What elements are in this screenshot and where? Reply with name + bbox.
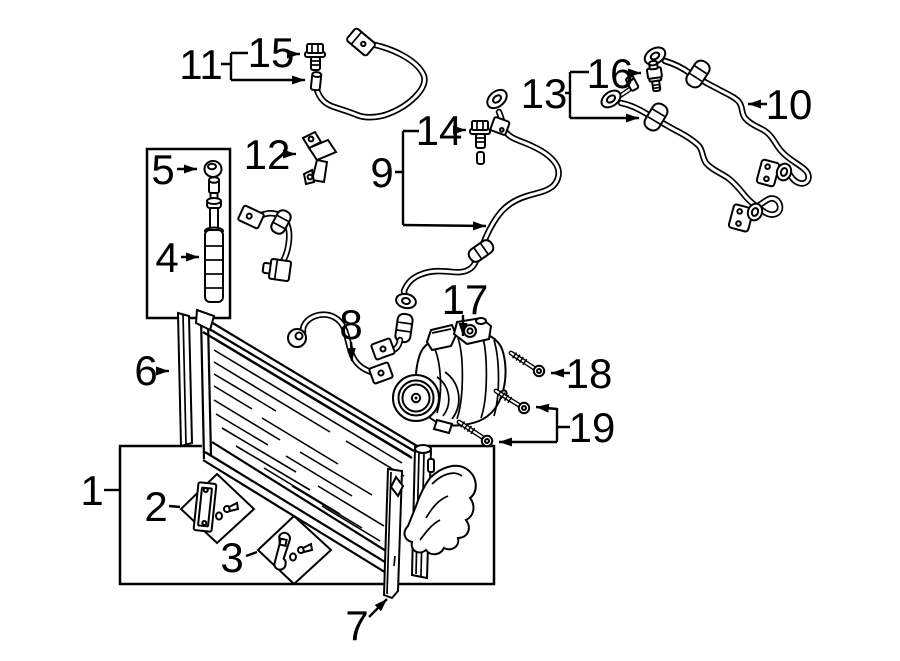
refrigerant-pipe-10 xyxy=(643,46,809,188)
pipe-10-eyelet-fitting xyxy=(643,46,667,66)
callout-label-13: 13 xyxy=(521,70,568,117)
hose-flange xyxy=(237,204,265,230)
callout-9-arrow xyxy=(402,221,487,231)
pipe-10-collar xyxy=(775,162,793,182)
hose-8-flange xyxy=(368,361,394,385)
hose-13-eyelet-fitting xyxy=(600,89,622,109)
hose-13-collar xyxy=(746,202,764,222)
callout-19-arrow-a xyxy=(535,403,558,413)
compressor-pulley xyxy=(392,374,440,422)
callout-label-18: 18 xyxy=(566,350,613,397)
callout-leaders xyxy=(104,49,767,618)
condenser-corner-cap xyxy=(194,308,216,332)
pipe-9-crimp-sleeve xyxy=(467,239,495,263)
refrigerant-pipe-11 xyxy=(309,27,425,118)
pipe-11-connector xyxy=(346,27,376,57)
refrigerant-pipe-9 xyxy=(370,88,559,361)
callout-label-3: 3 xyxy=(220,534,243,581)
pipe-9-ring-fitting xyxy=(395,292,417,310)
drier-cartridge-4 xyxy=(204,176,224,303)
callout-8-arrow xyxy=(346,341,356,362)
callout-label-2: 2 xyxy=(144,483,167,530)
pipe-9-flange xyxy=(370,337,396,361)
callout-2-leader xyxy=(168,504,181,509)
callout-label-10: 10 xyxy=(766,81,813,128)
bracket-kit-3 xyxy=(256,514,333,586)
callout-label-7: 7 xyxy=(345,602,368,649)
hose-13-crimp-sleeve xyxy=(643,102,669,132)
charge-valve-16 xyxy=(646,59,663,93)
callout-label-14: 14 xyxy=(416,107,463,154)
callout-label-17: 17 xyxy=(442,276,489,323)
callout-label-1: 1 xyxy=(80,467,103,514)
pipe-9-clamp xyxy=(489,116,511,136)
callout-19-bracket xyxy=(555,408,570,442)
sealing-grommet-5 xyxy=(203,160,223,178)
condenser-mounting-bracket-wire xyxy=(403,464,477,556)
callout-label-9: 9 xyxy=(370,149,393,196)
callout-9-bracket xyxy=(395,129,419,225)
callout-label-11: 11 xyxy=(179,41,223,88)
callout-label-15: 15 xyxy=(248,29,295,76)
callout-11-bracket xyxy=(221,51,248,80)
condenser-seal-strip-6 xyxy=(176,311,194,448)
callout-label-12: 12 xyxy=(244,131,291,178)
mounting-bolt-18 xyxy=(508,350,546,378)
bolt-15 xyxy=(304,43,326,71)
pipe-bracket-12 xyxy=(301,130,338,186)
mounting-plate-kit-2 xyxy=(179,472,256,545)
hose-crimp xyxy=(270,209,292,235)
bolt-14 xyxy=(469,120,491,165)
callout-3-leader xyxy=(245,550,258,558)
callout-label-19: 19 xyxy=(569,404,616,451)
liquid-hose-section xyxy=(237,204,293,283)
callout-13-bracket xyxy=(565,70,589,118)
pipe-10-crimp-sleeve xyxy=(685,59,711,89)
callout-label-5: 5 xyxy=(151,146,174,193)
callout-label-6: 6 xyxy=(134,347,157,394)
hose-elbow-block xyxy=(261,257,293,283)
mounting-bolt-19a xyxy=(493,388,531,415)
side-seal-strip-7 xyxy=(382,467,405,600)
callout-7-arrow xyxy=(368,598,388,618)
callout-label-8: 8 xyxy=(339,301,362,348)
pipe-9-eyelet-fitting xyxy=(486,88,508,110)
callout-label-16: 16 xyxy=(587,50,634,97)
compressor-17 xyxy=(392,316,508,435)
suction-hose-8 xyxy=(287,315,394,385)
callout-label-4: 4 xyxy=(155,234,178,281)
refrigerant-hose-13 xyxy=(600,75,780,233)
mounting-bolt-19b xyxy=(456,419,494,448)
pipe-11-nipple xyxy=(309,71,323,92)
compressor-top-block xyxy=(425,323,458,352)
pipe-9-nipple xyxy=(476,151,485,165)
compressor-foot xyxy=(432,418,454,435)
